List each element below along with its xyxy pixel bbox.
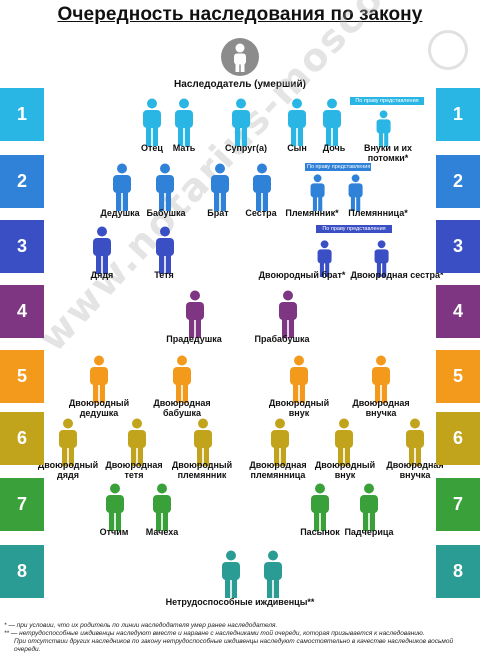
person-icon-dv-sestra [373, 240, 390, 278]
person-icon-mat [173, 98, 195, 146]
dependent-person-icon [220, 550, 242, 598]
person-label-syn: Сын [287, 143, 307, 153]
person-label-dedushka: Дедушка [100, 208, 140, 218]
person-icon-dv-ded [88, 355, 110, 403]
person-icon-machekha [151, 483, 173, 531]
representation-note-level-3: По праву представления [316, 225, 392, 233]
person-icon-dv-vnuchka6 [404, 418, 426, 466]
person-icon-dv-dyadya [57, 418, 79, 466]
person-icon-sestra [251, 163, 273, 211]
person-icon-dv-brat [316, 240, 333, 278]
person-label-dv-vnuk: Двоюродный внук [268, 398, 330, 418]
level-5-badge-right: 5 [436, 350, 480, 403]
deceased-person-icon [221, 38, 259, 76]
person-label-brat: Брат [207, 208, 229, 218]
person-icon-otec [141, 98, 163, 146]
person-icon-dv-vnuk6 [333, 418, 355, 466]
person-label-pasynok: Пасынок [300, 527, 340, 537]
level-5-badge-left: 5 [0, 350, 44, 403]
person-label-dv-tetya: Двоюродная тетя [105, 460, 163, 480]
person-label-plemyannitsa: Племянница* [348, 208, 408, 218]
person-icon-prababushka [277, 290, 299, 338]
person-icon-suprug [230, 98, 252, 146]
level-6-badge-left: 6 [0, 412, 44, 465]
person-label-machekha: Мачеха [145, 527, 179, 537]
person-icon-babushka [154, 163, 176, 211]
person-label-dv-bab: Двоюродная бабушка [153, 398, 211, 418]
person-label-doch: Дочь [322, 143, 346, 153]
person-icon-otchim [104, 483, 126, 531]
person-label-dv-plemyannik: Двоюродный племянник [171, 460, 233, 480]
person-label-vnuki: Внуки и их потомки* [363, 143, 413, 163]
person-label-dv-vnuchka: Двоюродная внучка [352, 398, 410, 418]
person-icon-dv-tetya [126, 418, 148, 466]
level-7-badge-right: 7 [436, 478, 480, 531]
level-4-badge-right: 4 [436, 285, 480, 338]
person-label-dv-ded: Двоюродный дедушка [68, 398, 130, 418]
person-label-plemyannik: Племянник* [285, 208, 339, 218]
person-label-tetya: Тетя [154, 270, 174, 280]
level-1-badge-right: 1 [436, 88, 480, 141]
level-8-badge-left: 8 [0, 545, 44, 598]
person-icon-dv-plemyannik [192, 418, 214, 466]
person-icon-dv-vnuchka [370, 355, 392, 403]
person-label-dv-sestra: Двоюродная сестра* [350, 270, 444, 280]
person-icon-pasynok [309, 483, 331, 531]
person-icon-dyadya [91, 226, 113, 274]
level-4-badge-left: 4 [0, 285, 44, 338]
person-label-pradedushka: Прадедушка [166, 334, 222, 344]
person-label-suprug: Супруг(а) [224, 143, 268, 153]
representation-note-level-1: По праву представления [350, 97, 424, 105]
person-icon-vnuki [375, 110, 392, 148]
person-icon-dv-vnuk [288, 355, 310, 403]
person-icon-brat [209, 163, 231, 211]
person-label-babushka: Бабушка [146, 208, 186, 218]
person-label-dv-brat: Двоюродный брат* [258, 270, 346, 280]
person-label-dv-vnuk6: Двоюродный внук [314, 460, 376, 480]
person-icon-dv-bab [171, 355, 193, 403]
person-label-dv-dyadya: Двоюродный дядя [37, 460, 99, 480]
person-icon-dv-plemyannitsa [269, 418, 291, 466]
person-label-mat: Мать [172, 143, 196, 153]
level-3-badge-left: 3 [0, 220, 44, 273]
person-icon-tetya [154, 226, 176, 274]
level-2-badge-left: 2 [0, 155, 44, 208]
level-2-badge-right: 2 [436, 155, 480, 208]
page-title: Очередность наследования по закону [57, 4, 423, 25]
level-8-badge-right: 8 [436, 545, 480, 598]
footnote-2: ** — нетрудоспособные иждивенцы наследую… [4, 630, 425, 637]
representation-note-level-2: По праву представления [305, 163, 371, 171]
person-icon-pradedushka [184, 290, 206, 338]
person-label-prababushka: Прабабушка [254, 334, 310, 344]
person-label-padcheritsa: Падчерица [344, 527, 394, 537]
deceased-label: Наследодатель (умерший) [174, 79, 306, 90]
level-7-badge-left: 7 [0, 478, 44, 531]
person-label-dv-plemyannitsa: Двоюродная племянница [249, 460, 307, 480]
level-1-badge-left: 1 [0, 88, 44, 141]
watermark-logo [428, 30, 468, 70]
person-icon-doch [321, 98, 343, 146]
footnote-1: * — при условии, что их родитель по лини… [4, 622, 278, 629]
dependent-person-icon [262, 550, 284, 598]
level-3-badge-right: 3 [436, 220, 480, 273]
person-label-otchim: Отчим [99, 527, 129, 537]
person-label-izhdivtsy: Нетрудоспособные иждивенцы** [165, 597, 315, 607]
person-icon-plemyannitsa [347, 174, 364, 212]
person-label-dyadya: Дядя [90, 270, 114, 280]
person-icon-plemyannik [309, 174, 326, 212]
person-label-dv-vnuchka6: Двоюродная внучка [386, 460, 444, 480]
person-icon-syn [286, 98, 308, 146]
footnotes: * — при условии, что их родитель по лини… [4, 622, 476, 654]
person-label-otec: Отец [141, 143, 163, 153]
person-label-sestra: Сестра [245, 208, 277, 218]
person-icon-padcheritsa [358, 483, 380, 531]
footnote-3: При отсутствии других наследников по зак… [14, 638, 454, 653]
level-6-badge-right: 6 [436, 412, 480, 465]
person-icon-dedushka [111, 163, 133, 211]
